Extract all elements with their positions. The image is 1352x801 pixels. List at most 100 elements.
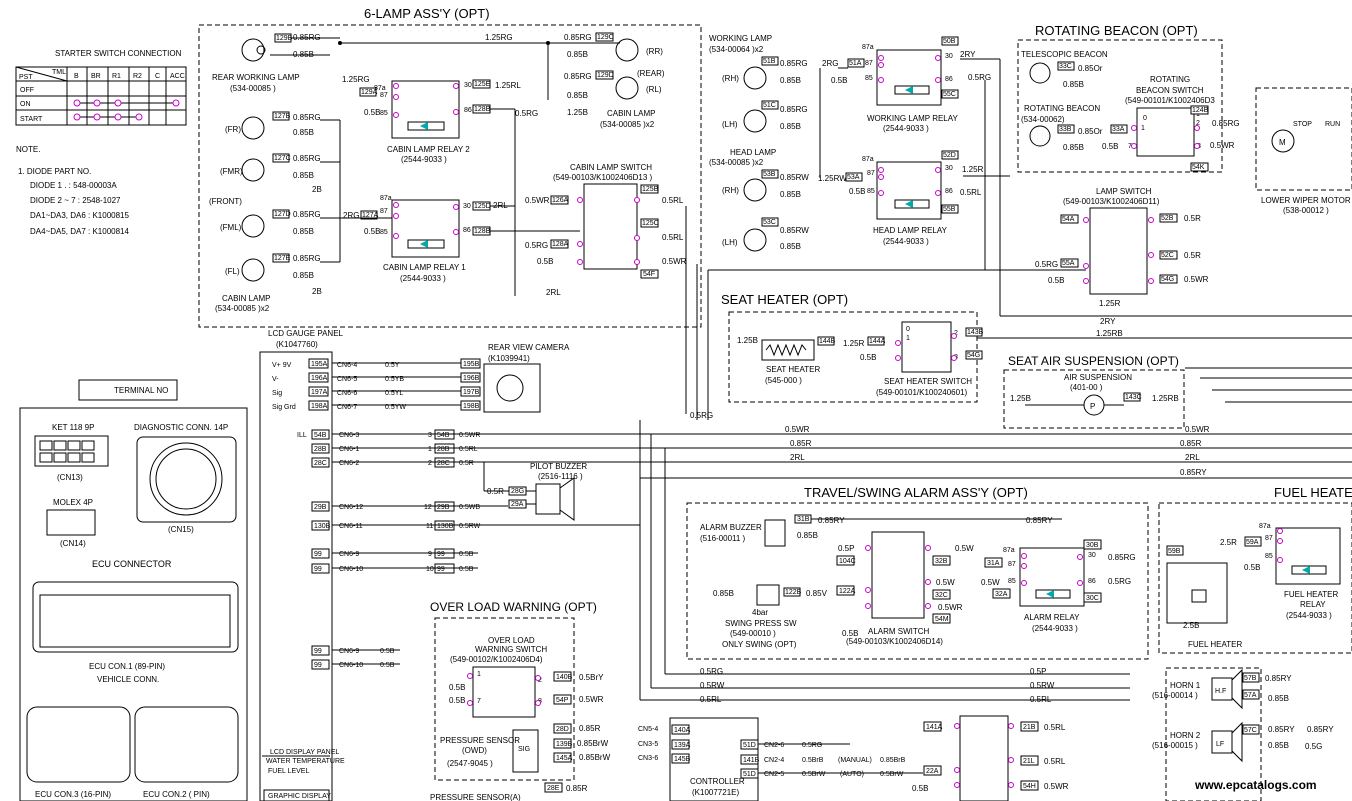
svg-text:50B: 50B — [943, 38, 956, 45]
svg-text:(AUTO): (AUTO) — [840, 771, 864, 778]
svg-text:141B: 141B — [743, 757, 760, 764]
svg-text:2RY: 2RY — [960, 50, 976, 59]
svg-text:54F: 54F — [643, 271, 655, 278]
svg-text:0.85RY: 0.85RY — [1026, 516, 1053, 525]
svg-text:0.85RG: 0.85RG — [293, 210, 321, 219]
svg-text:7: 7 — [1128, 143, 1132, 150]
svg-text:0.5WR: 0.5WR — [459, 432, 480, 439]
svg-text:0.5W: 0.5W — [981, 578, 1000, 587]
lcd-signal-rows: ILL 54B CN6-3 3 54B 0.5WR 28B CN6-1 1 28… — [297, 429, 1352, 670]
svg-text:CABIN LAMP: CABIN LAMP — [607, 109, 655, 118]
svg-text:LCD GAUGE PANEL: LCD GAUGE PANEL — [268, 329, 344, 338]
svg-text:CN6-6: CN6-6 — [337, 390, 357, 397]
svg-text:HEAD LAMP: HEAD LAMP — [730, 148, 776, 157]
fuel-heater-group: 59B 2.5B FUEL HEATER 2.5R 59A 0.5B 87a87… — [1166, 523, 1341, 649]
svg-text:0.85RG: 0.85RG — [564, 72, 592, 81]
starter-row-start: START — [20, 116, 43, 123]
controller: CONTROLLER (K1007721E) CN5-4 140A CN3-5 … — [638, 717, 923, 801]
svg-text:AIR SUSPENSION: AIR SUSPENSION — [1064, 373, 1132, 382]
svg-text:RELAY: RELAY — [1300, 600, 1326, 609]
ecu2-label: ECU CON.2 ( PIN) — [143, 790, 210, 799]
note-title: NOTE. — [16, 145, 40, 154]
svg-text:(516-00014 ): (516-00014 ) — [1152, 691, 1198, 700]
terminal-title: TERMINAL NO — [114, 386, 168, 395]
svg-text:SEAT HEATER SWITCH: SEAT HEATER SWITCH — [884, 377, 972, 386]
svg-text:0.5W: 0.5W — [936, 578, 955, 587]
svg-text:(549-00103/K1002406D13 ): (549-00103/K1002406D13 ) — [553, 173, 653, 182]
svg-text:87: 87 — [380, 92, 388, 99]
fuel-heater-frame — [1158, 502, 1352, 654]
svg-text:4bar: 4bar — [752, 608, 768, 617]
svg-text:145B: 145B — [674, 756, 691, 763]
camera-wire-rows: V+ 9V 195A CN6-4 0.5Y 195B V- 196A CN6-5… — [272, 358, 481, 411]
svg-text:0.5R: 0.5R — [459, 460, 474, 467]
svg-text:Sig: Sig — [272, 390, 282, 397]
svg-text:127B: 127B — [274, 113, 291, 120]
svg-text:CN6-3: CN6-3 — [339, 432, 359, 439]
svg-text:HORN 1: HORN 1 — [1170, 681, 1201, 690]
svg-text:85: 85 — [1265, 553, 1273, 560]
svg-text:(549-00103/K1002406D14): (549-00103/K1002406D14) — [846, 637, 943, 646]
svg-text:30: 30 — [1088, 552, 1096, 559]
svg-text:54A: 54A — [1062, 216, 1075, 223]
over-load-frame — [434, 617, 575, 781]
svg-text:85: 85 — [867, 188, 875, 195]
svg-text:2.5B: 2.5B — [1183, 621, 1199, 630]
svg-text:0.85BrB: 0.85BrB — [880, 757, 906, 764]
svg-text:WORKING LAMP RELAY: WORKING LAMP RELAY — [867, 114, 959, 123]
svg-text:0.5WR: 0.5WR — [525, 196, 550, 205]
ecu-title: ECU CONNECTOR — [92, 559, 172, 569]
notes: NOTE. 1. DIODE PART NO. DIODE 1 . : 548-… — [16, 145, 130, 236]
svg-text:(RH): (RH) — [722, 186, 739, 195]
svg-text:(545-000 ): (545-000 ) — [765, 376, 802, 385]
svg-text:2: 2 — [954, 330, 958, 337]
svg-text:0.5P: 0.5P — [1030, 667, 1046, 676]
svg-text:ONLY SWING (OPT): ONLY SWING (OPT) — [722, 640, 797, 649]
svg-text:198A: 198A — [311, 403, 328, 410]
svg-text:196A: 196A — [311, 375, 328, 382]
svg-text:CABIN LAMP: CABIN LAMP — [222, 294, 270, 303]
svg-text:0.85B: 0.85B — [780, 190, 801, 199]
camera-wires: REAR VIEW CAMERA (K1039941) — [483, 343, 570, 413]
svg-text:(534-00085 )x2: (534-00085 )x2 — [215, 304, 270, 313]
svg-text:1.25R: 1.25R — [1099, 299, 1121, 308]
svg-text:139B: 139B — [556, 741, 573, 748]
svg-text:0.5RG: 0.5RG — [968, 73, 991, 82]
svg-text:CN6-1: CN6-1 — [339, 446, 359, 453]
svg-text:32A: 32A — [995, 591, 1008, 598]
svg-text:(549-00102/K1002406D4): (549-00102/K1002406D4) — [450, 655, 543, 664]
svg-text:99: 99 — [314, 662, 322, 669]
svg-text:0.5WR: 0.5WR — [938, 603, 963, 612]
svg-text:87a: 87a — [1259, 523, 1271, 530]
svg-text:0.5B: 0.5B — [364, 227, 380, 236]
svg-text:128A: 128A — [552, 241, 569, 248]
svg-text:0.5B: 0.5B — [842, 629, 858, 638]
svg-text:CN6-9: CN6-9 — [339, 648, 359, 655]
svg-text:128B: 128B — [474, 106, 491, 113]
starter-col-r2: R2 — [133, 73, 142, 80]
svg-text:(516-00011 ): (516-00011 ) — [700, 534, 746, 543]
svg-text:0.5RG: 0.5RG — [1035, 260, 1058, 269]
svg-text:0.85B: 0.85B — [797, 531, 818, 540]
svg-text:0.5G: 0.5G — [1305, 742, 1322, 751]
svg-text:52D: 52D — [943, 152, 956, 159]
six-lamp-frame — [198, 24, 702, 328]
svg-text:129B: 129B — [276, 35, 293, 42]
svg-text:29A: 29A — [511, 501, 524, 508]
rear-working-lamp-pn: (534-00085 ) — [230, 84, 276, 93]
svg-text:0.85B: 0.85B — [780, 122, 801, 131]
svg-text:1.25RW: 1.25RW — [818, 174, 847, 183]
svg-text:0.85RW: 0.85RW — [780, 173, 809, 182]
svg-text:0.85B: 0.85B — [1063, 143, 1084, 152]
lamp-switch: LAMP SWITCH (549-00103/K1002406D11) 54A … — [1035, 187, 1209, 308]
svg-text:33C: 33C — [1059, 63, 1072, 70]
svg-text:GRAPHIC DISPLAY: GRAPHIC DISPLAY — [268, 793, 331, 800]
svg-text:V+ 9V: V+ 9V — [272, 362, 292, 369]
svg-text:OVER LOAD: OVER LOAD — [488, 636, 535, 645]
section-seat-air: SEAT AIR SUSPENSION (OPT) — [1008, 354, 1179, 368]
svg-text:0.5WR: 0.5WR — [662, 257, 687, 266]
vehicle-label: VEHICLE CONN. — [97, 675, 159, 684]
starter-corner-top: TML — [52, 69, 66, 76]
svg-text:CN6-9: CN6-9 — [339, 551, 359, 558]
svg-text:29B: 29B — [437, 504, 450, 511]
